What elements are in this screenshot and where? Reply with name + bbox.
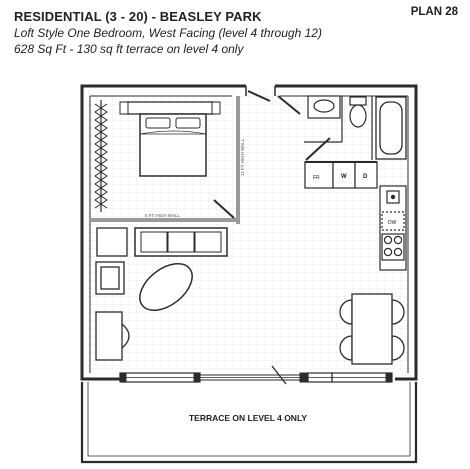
bathroom-door bbox=[277, 95, 301, 115]
laundry-door bbox=[305, 137, 331, 161]
washer-label: W bbox=[341, 174, 347, 180]
dryer-label: D bbox=[363, 174, 368, 180]
desk bbox=[95, 311, 130, 361]
armchair bbox=[95, 261, 125, 295]
bathtub bbox=[375, 96, 407, 160]
terrace-label: TERRACE ON LEVEL 4 ONLY bbox=[189, 413, 307, 423]
side-cabinet bbox=[96, 227, 128, 257]
plan-number: PLAN 28 bbox=[410, 6, 458, 18]
horizontal-partition-wall bbox=[90, 218, 236, 222]
plan-subtitle-area: 628 Sq Ft - 130 sq ft terrace on level 4… bbox=[14, 42, 244, 56]
dishwasher-label: DW bbox=[388, 220, 397, 226]
terrace bbox=[80, 382, 418, 464]
inner-wall-lines bbox=[89, 95, 409, 373]
window-wall bbox=[119, 372, 393, 383]
plan-subtitle-description: Loft Style One Bedroom, West Facing (lev… bbox=[14, 26, 322, 40]
dining-set bbox=[339, 293, 405, 365]
coffee-table bbox=[139, 262, 193, 312]
entry-door bbox=[247, 90, 271, 102]
vertical-partition-wall bbox=[236, 96, 240, 224]
fridge-label: FR bbox=[313, 175, 320, 181]
closet-hangers bbox=[94, 100, 108, 212]
bedroom-door bbox=[213, 199, 235, 219]
bathroom-sink bbox=[307, 95, 341, 119]
vertical-wall-label: 11 FT HIGH WALL bbox=[240, 138, 245, 176]
bed bbox=[119, 101, 221, 177]
sofa bbox=[134, 227, 228, 257]
terrace-door bbox=[271, 365, 287, 385]
kitchen-counter bbox=[379, 185, 407, 271]
plan-title: RESIDENTIAL (3 - 20) - BEASLEY PARK bbox=[14, 9, 262, 24]
toilet bbox=[349, 96, 367, 128]
horizontal-wall-label: 6 FT HIGH WALL bbox=[145, 213, 181, 218]
exterior-walls bbox=[80, 84, 418, 381]
